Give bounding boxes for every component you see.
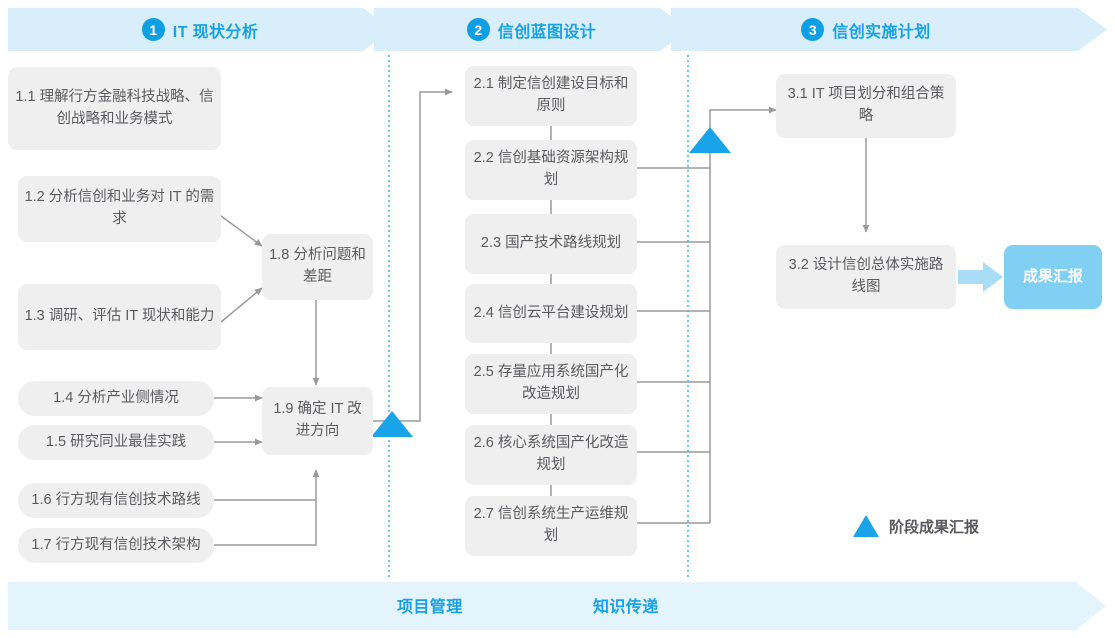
- phase-number-2: 2: [466, 18, 490, 41]
- phase-title-2: 信创蓝图设计: [497, 23, 597, 41]
- process-box-1-3[interactable]: 1.3 调研、评估 IT 现状和能力: [18, 284, 221, 350]
- process-box-1-6-label: 1.6 行方现有信创技术路线: [31, 491, 201, 508]
- legend-label: 阶段成果汇报: [889, 518, 980, 536]
- process-box-1-2-label: 1.2 分析信创和业务对 IT 的需求: [24, 189, 215, 227]
- process-box-1-8-label: 1.8 分析问题和差距: [269, 247, 366, 285]
- result-badge-label: 成果汇报: [1022, 268, 1083, 286]
- process-box-2-2[interactable]: 2.2 信创基础资源架构规划: [465, 140, 637, 200]
- result-arrow-icon: [958, 262, 1003, 292]
- footer-item-knowledge-transfer: 知识传递: [593, 580, 659, 630]
- process-box-1-5-label: 1.5 研究同业最佳实践: [45, 433, 187, 450]
- milestone-triangle-phase1: [371, 411, 413, 437]
- process-box-2-4-label: 2.4 信创云平台建设规划: [473, 304, 629, 321]
- process-box-3-2[interactable]: 3.2 设计信创总体实施路线图: [776, 245, 956, 309]
- process-box-3-1[interactable]: 3.1 IT 项目划分和组合策略: [776, 74, 956, 138]
- result-badge[interactable]: 成果汇报: [1004, 245, 1102, 309]
- process-box-1-1[interactable]: 1.1 理解行方金融科技战略、信创战略和业务模式: [8, 67, 221, 150]
- process-box-2-1[interactable]: 2.1 制定信创建设目标和原则: [465, 66, 637, 126]
- milestone-triangle-phase3: [689, 127, 731, 153]
- process-box-1-7-label: 1.7 行方现有信创技术架构: [31, 536, 201, 553]
- phase-title-1: IT 现状分析: [172, 23, 259, 41]
- phase-number-1: 1: [141, 18, 165, 41]
- phase-header-2: 2 信创蓝图设计: [374, 8, 689, 51]
- process-box-1-9[interactable]: 1.9 确定 IT 改进方向: [262, 387, 373, 455]
- process-box-2-6-label: 2.6 核心系统国产化改造规划: [473, 435, 629, 473]
- process-box-2-4[interactable]: 2.4 信创云平台建设规划: [465, 284, 637, 343]
- process-box-1-5[interactable]: 1.5 研究同业最佳实践: [18, 425, 214, 460]
- process-box-2-6[interactable]: 2.6 核心系统国产化改造规划: [465, 425, 637, 485]
- process-box-1-6[interactable]: 1.6 行方现有信创技术路线: [18, 483, 214, 518]
- process-box-1-3-label: 1.3 调研、评估 IT 现状和能力: [24, 308, 215, 325]
- footer-item-project-management-label: 项目管理: [397, 599, 463, 616]
- process-box-2-2-label: 2.2 信创基础资源架构规划: [473, 150, 629, 188]
- footer-item-knowledge-transfer-label: 知识传递: [593, 599, 659, 616]
- phase-header-3: 3 信创实施计划: [671, 8, 1061, 51]
- phase-header-1: 1 IT 现状分析: [8, 8, 392, 51]
- process-box-3-2-label: 3.2 设计信创总体实施路线图: [788, 257, 944, 295]
- legend: 阶段成果汇报: [853, 515, 979, 537]
- triangle-up-icon: [853, 515, 879, 537]
- process-box-1-4-label: 1.4 分析产业侧情况: [53, 389, 179, 406]
- footer-item-project-management: 项目管理: [397, 580, 463, 630]
- process-box-2-7[interactable]: 2.7 信创系统生产运维规划: [465, 496, 637, 556]
- process-box-2-7-label: 2.7 信创系统生产运维规划: [473, 506, 629, 544]
- process-box-1-1-label: 1.1 理解行方金融科技战略、信创战略和业务模式: [15, 88, 214, 127]
- process-box-2-3[interactable]: 2.3 国产技术路线规划: [465, 214, 637, 274]
- process-box-2-1-label: 2.1 制定信创建设目标和原则: [473, 76, 629, 114]
- process-box-1-2[interactable]: 1.2 分析信创和业务对 IT 的需求: [18, 176, 221, 242]
- process-box-1-8[interactable]: 1.8 分析问题和差距: [262, 234, 373, 300]
- process-box-1-7[interactable]: 1.7 行方现有信创技术架构: [18, 528, 214, 563]
- phase-banner: 1 IT 现状分析 2 信创蓝图设计 3 信创实施计划: [0, 0, 1115, 55]
- process-box-2-5[interactable]: 2.5 存量应用系统国产化改造规划: [465, 354, 637, 414]
- process-box-1-4[interactable]: 1.4 分析产业侧情况: [18, 381, 214, 416]
- process-box-3-1-label: 3.1 IT 项目划分和组合策略: [787, 86, 945, 124]
- process-box-2-5-label: 2.5 存量应用系统国产化改造规划: [473, 364, 629, 402]
- process-box-1-9-label: 1.9 确定 IT 改进方向: [273, 401, 362, 439]
- phase-number-3: 3: [801, 18, 825, 41]
- phase-title-3: 信创实施计划: [832, 23, 931, 41]
- process-box-2-3-label: 2.3 国产技术路线规划: [480, 235, 622, 252]
